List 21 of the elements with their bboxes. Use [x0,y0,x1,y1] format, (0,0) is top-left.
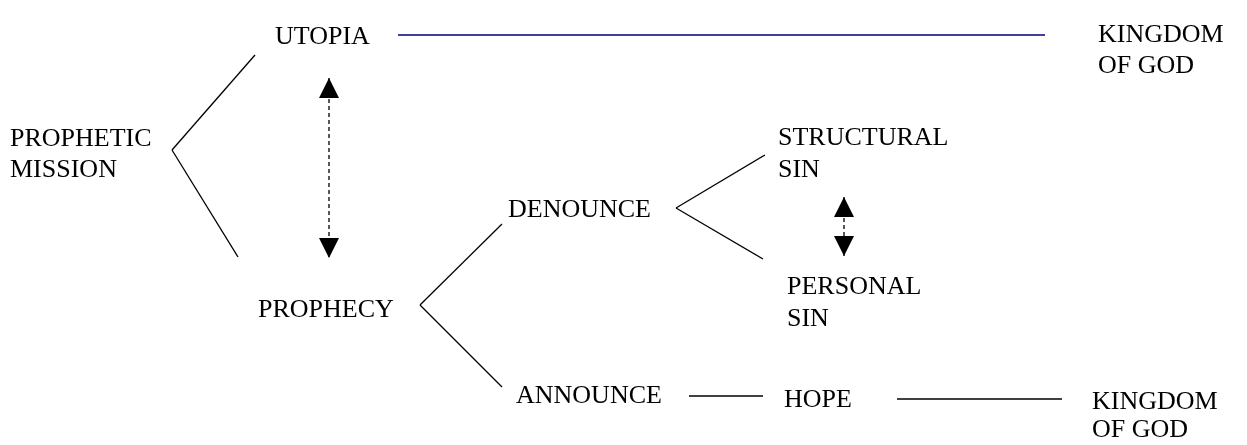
concept-label: UTOPIA [275,20,370,51]
connector-line [171,149,239,258]
connector-line [419,223,503,306]
concept-label: KINGDOM OF GOD [1092,387,1227,443]
connector-line [397,34,1046,36]
double-arrow [834,196,854,257]
concept-label: STRUCTURAL SIN [778,121,953,185]
concept-label: KINGDOM OF GOD [1098,18,1233,80]
connector-line [675,154,766,209]
concept-label: DENOUNCE [508,193,651,224]
concept-label: PERSONAL SIN [787,270,942,334]
connector-line [896,398,1063,400]
concept-label: HOPE [784,383,852,414]
connector-line [675,207,764,260]
concept-label: ANNOUNCE [516,379,662,410]
concept-label: PROPHECY [258,293,394,324]
connector-line [419,304,503,388]
connector-line [688,395,764,397]
connector-line [171,54,256,151]
concept-label: PROPHETIC MISSION [10,122,165,184]
double-arrow [319,77,339,259]
